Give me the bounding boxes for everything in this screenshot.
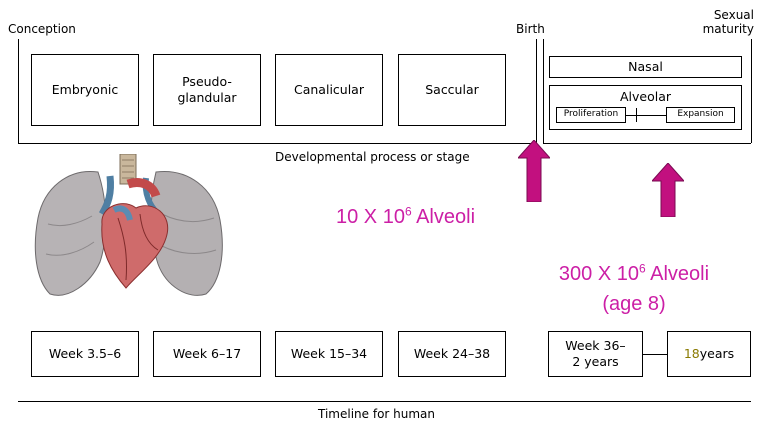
timeline-alveolar-line2: 2 years [565, 354, 625, 370]
expansion-label: Expansion [677, 109, 723, 120]
birth-divider [536, 39, 537, 143]
timeline-embryonic-label: Week 3.5–6 [49, 346, 121, 362]
timeline-saccular-box: Week 24–38 [398, 331, 506, 377]
stage-canalicular-box: Canalicular [275, 54, 383, 126]
stage-pseudoglandular-box: Pseudo- glandular [153, 54, 261, 126]
timeline-maturity-number: 18 [684, 346, 700, 361]
proliferation-expansion-connector [626, 115, 666, 116]
timeline-pseudoglandular-label: Week 6–17 [173, 346, 241, 362]
sexual-maturity-line1: Sexual [696, 8, 754, 22]
prenatal-bracket-bottom [18, 143, 536, 144]
age8-arrow-up-icon [652, 163, 684, 217]
timeline-pseudoglandular-box: Week 6–17 [153, 331, 261, 377]
sexual-maturity-line2: maturity [696, 22, 754, 36]
timeline-maturity-unit: years [700, 346, 734, 361]
timeline-caption: Timeline for human [318, 407, 435, 421]
alveoli-age8-age: (age 8) [528, 289, 740, 319]
timeline-canalicular-box: Week 15–34 [275, 331, 383, 377]
postnatal-bracket-left [543, 39, 544, 143]
alveoli-birth-exponent: 6 [405, 204, 412, 218]
timeline-embryonic-box: Week 3.5–6 [31, 331, 139, 377]
stage-canalicular-label: Canalicular [294, 82, 364, 98]
lung-heart-anatomy-illustration [28, 154, 230, 304]
alveoli-at-birth: 10 X 106 Alveoli [336, 206, 475, 229]
stage-saccular-label: Saccular [425, 82, 479, 98]
sexual-maturity-label: Sexual maturity [696, 8, 754, 36]
postnatal-bracket-bottom [543, 143, 751, 144]
timeline-alveolar-box: Week 36– 2 years [548, 331, 643, 377]
stage-pseudoglandular-line1: Pseudo- [177, 74, 236, 90]
timeline-axis-line [18, 401, 751, 402]
connector-tick [636, 108, 637, 122]
stage-embryonic-label: Embryonic [52, 82, 118, 98]
stage-pseudoglandular-line2: glandular [177, 90, 236, 106]
proliferation-box: Proliferation [556, 107, 626, 123]
stage-alveolar-label: Alveolar [620, 89, 671, 105]
postnatal-bracket-right [751, 39, 752, 143]
expansion-box: Expansion [666, 107, 735, 123]
conception-label: Conception [8, 22, 76, 36]
birth-arrow-up-icon [518, 140, 550, 202]
alveoli-at-age8: 300 X 106 Alveoli (age 8) [528, 259, 740, 319]
alveoli-birth-suffix: Alveoli [412, 206, 475, 228]
timeline-connector [643, 354, 667, 355]
timeline-saccular-label: Week 24–38 [414, 346, 490, 362]
stage-embryonic-box: Embryonic [31, 54, 139, 126]
timeline-maturity-box: 18years [667, 331, 751, 377]
alveoli-birth-prefix: 10 X 10 [336, 206, 405, 228]
birth-label: Birth [516, 22, 545, 36]
stage-nasal-box: Nasal [549, 56, 742, 78]
stage-saccular-box: Saccular [398, 54, 506, 126]
timeline-alveolar-line1: Week 36– [565, 338, 625, 354]
alveoli-age8-prefix: 300 X 10 [559, 263, 639, 285]
prenatal-bracket-left [18, 39, 19, 143]
process-caption: Developmental process or stage [275, 150, 470, 164]
stage-nasal-label: Nasal [628, 59, 663, 75]
alveoli-age8-suffix: Alveoli [646, 263, 709, 285]
proliferation-label: Proliferation [564, 109, 618, 120]
alveoli-age8-exponent: 6 [639, 261, 646, 275]
timeline-canalicular-label: Week 15–34 [291, 346, 367, 362]
